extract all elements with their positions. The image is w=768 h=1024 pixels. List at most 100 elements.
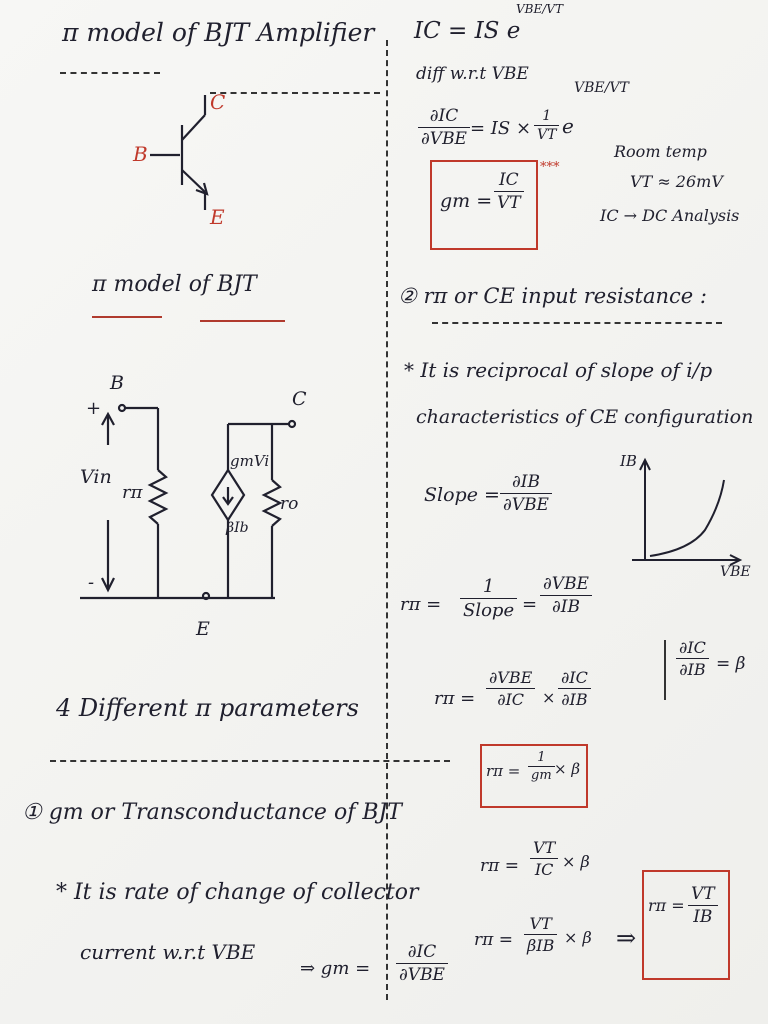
section-subtitle: π model of BJT: [92, 272, 257, 297]
header-divider-2: [210, 92, 380, 94]
gm-result-fraction: IC VT: [494, 170, 524, 213]
rpi-chain-lhs: rπ =: [434, 688, 476, 709]
rpi-slope-denominator: Slope: [463, 600, 515, 621]
derivative-lhs-numerator: ∂IC: [429, 106, 459, 126]
item2-line2: characteristics of CE configuration: [416, 406, 754, 428]
derivative-lhs-denominator: ∂VBE: [421, 129, 467, 149]
vertical-divider: [386, 40, 388, 1000]
rpi-slope-fraction: 1 Slope: [460, 576, 518, 621]
beta-numerator: ∂IC: [679, 638, 706, 657]
item1-title: ① gm or Transconductance of BJT: [22, 800, 402, 825]
rpi-slope-numerator-2: ∂VBE: [543, 574, 589, 594]
gm-result-numerator: IC: [498, 170, 519, 190]
rpi-vt-ic-rhs: × β: [562, 852, 590, 871]
circuit-collector-label: C: [292, 388, 307, 410]
rpi-slope-lhs: rπ =: [400, 594, 442, 615]
parameters-heading: 4 Different π parameters: [56, 694, 359, 722]
final-result-fraction: VT IB: [688, 884, 718, 927]
implies-arrow: ⇒: [616, 924, 637, 952]
rpi-vt-ic-fraction: VT IC: [530, 838, 559, 879]
rpi-chain-denominator-1: ∂IC: [497, 690, 525, 709]
rpi-gm-denominator: gm: [531, 768, 552, 783]
final-result-box: [642, 870, 730, 980]
symbol-emitter-label: E: [210, 205, 225, 229]
derivative-exponential: e: [562, 114, 574, 138]
rpi-chain-fraction-2: ∂IC ∂IB: [558, 668, 591, 709]
item1-formula-lhs: ⇒ gm =: [300, 958, 371, 979]
rpi-gm-rhs: × β: [554, 760, 581, 778]
item1-formula-numerator: ∂IC: [407, 942, 437, 962]
circuit-plus-sign: +: [86, 398, 102, 419]
gm-result-lhs: gm =: [440, 190, 493, 212]
exponent-note: VBE/VT: [574, 80, 629, 96]
page-title: π model of BJT Amplifier: [62, 18, 375, 47]
ro-label: ro: [280, 494, 299, 514]
rpi-slope-denominator-2: ∂IB: [551, 597, 580, 617]
dc-analysis-note: IC → DC Analysis: [600, 206, 740, 225]
rpi-vt-bib-lhs: rπ =: [474, 930, 513, 950]
collector-current-eq: IC = IS e: [414, 18, 521, 44]
input-voltage-label: Vin: [80, 466, 112, 488]
derivative-lhs-fraction: ∂IC ∂VBE: [418, 106, 470, 149]
beta-ib-label: βIb: [226, 520, 249, 536]
derivative-reciprocal-denominator: VT: [537, 127, 557, 143]
circuit-base-label: B: [110, 372, 124, 394]
thermal-voltage-note: VT ≈ 26mV: [630, 172, 723, 191]
symbol-collector-label: C: [210, 90, 226, 114]
rpi-vt-ic-denominator: IC: [534, 860, 554, 879]
rpi-chain-numerator-2: ∂IC: [561, 668, 588, 687]
item2-title: ② rπ or CE input resistance :: [398, 284, 707, 308]
diff-note: diff w.r.t VBE: [416, 64, 529, 84]
rpi-label: rπ: [122, 482, 143, 503]
rpi-slope-numerator: 1: [482, 576, 495, 597]
graph-y-label: IB: [620, 452, 637, 470]
item1-formula-fraction: ∂IC ∂VBE: [396, 942, 448, 985]
beta-separator: [664, 640, 666, 700]
important-stars: ***: [540, 160, 560, 175]
rpi-vt-ic-lhs: rπ =: [480, 856, 519, 876]
rpi-gm-fraction: 1 gm: [528, 750, 555, 783]
final-result-lhs: rπ =: [648, 896, 685, 915]
derivative-reciprocal-numerator: 1: [542, 108, 552, 124]
item1-line2: current w.r.t VBE: [80, 940, 256, 964]
beta-fraction: ∂IC ∂IB: [676, 638, 709, 679]
header-divider: [60, 72, 160, 74]
rpi-chain-times: ×: [542, 688, 556, 707]
slope-denominator: ∂VBE: [503, 495, 549, 515]
beta-denominator: ∂IB: [679, 660, 706, 679]
parameters-divider: [50, 760, 450, 762]
rpi-vt-ic-numerator: VT: [533, 838, 556, 857]
item2-underline: [432, 322, 722, 324]
item1-line1: * It is rate of change of collector: [56, 880, 419, 905]
derivative-reciprocal-fraction: 1 VT: [534, 108, 560, 143]
final-result-denominator: IB: [693, 907, 713, 927]
subtitle-underline-2: [200, 320, 285, 322]
rpi-chain-denominator-2: ∂IB: [561, 690, 588, 709]
circuit-emitter-label: E: [196, 618, 210, 640]
final-result-numerator: VT: [691, 884, 715, 904]
gm-result-denominator: VT: [497, 193, 521, 213]
slope-fraction: ∂IB ∂VBE: [500, 472, 552, 515]
rpi-vt-bib-denominator: βIB: [527, 936, 555, 955]
item2-line1: * It is reciprocal of slope of i/p: [404, 358, 713, 382]
symbol-base-label: B: [133, 142, 148, 166]
beta-rhs: = β: [716, 654, 746, 674]
gmvi-label: gmVi: [230, 452, 270, 470]
circuit-minus-sign: -: [88, 572, 95, 593]
rpi-vt-bib-numerator: VT: [529, 914, 552, 933]
gm-result-box: [430, 160, 538, 250]
rpi-chain-numerator-1: ∂VBE: [489, 668, 533, 687]
rpi-vt-bib-fraction: VT βIB: [524, 914, 558, 955]
rpi-chain-fraction-1: ∂VBE ∂IC: [486, 668, 536, 709]
rpi-slope-equals: =: [522, 594, 538, 615]
collector-current-exponent: VBE/VT: [516, 2, 563, 16]
slope-lhs: Slope =: [424, 484, 500, 506]
rpi-vt-bib-rhs: × β: [564, 928, 592, 947]
graph-x-label: VBE: [720, 564, 751, 580]
derivative-middle: = IS ×: [470, 118, 532, 139]
rpi-gm-numerator: 1: [537, 750, 546, 765]
